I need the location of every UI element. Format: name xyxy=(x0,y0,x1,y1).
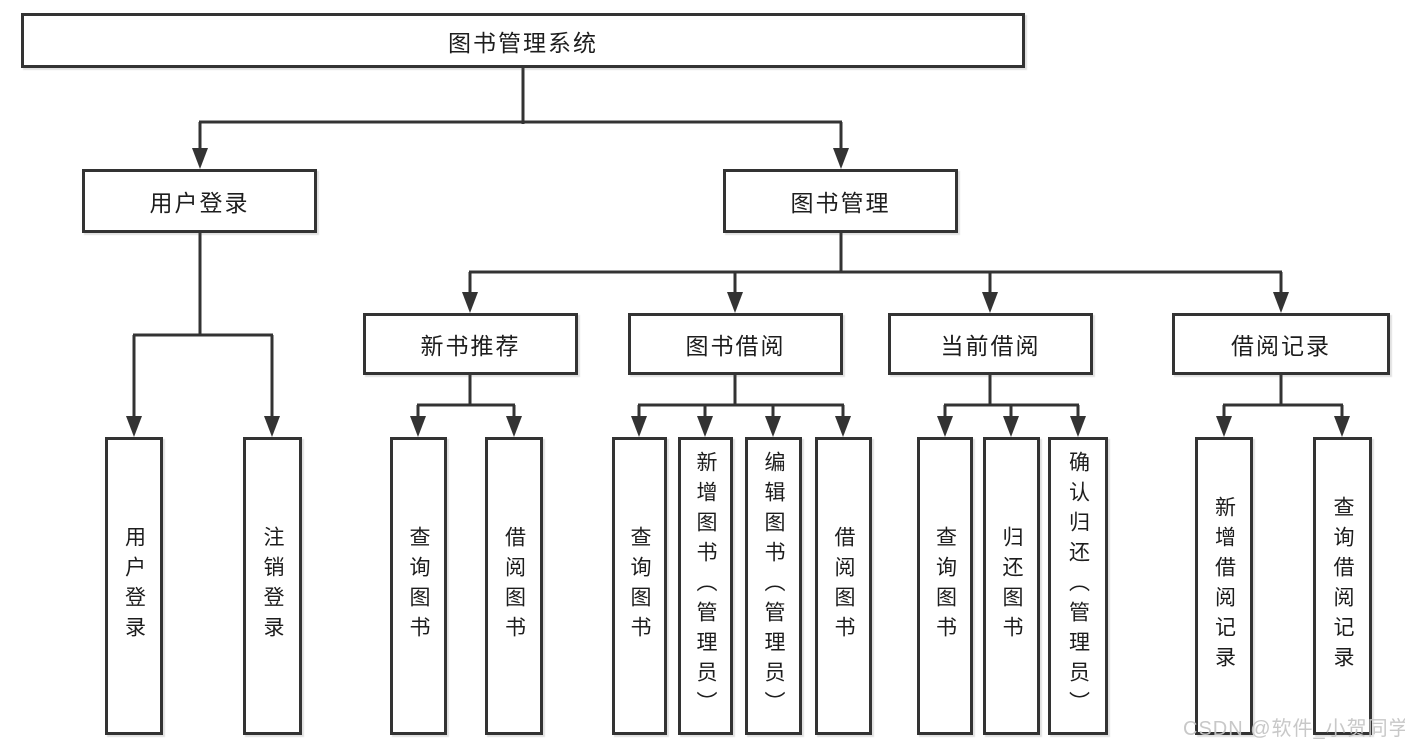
leaf-borrow-book-recommend: 借阅图书 xyxy=(485,437,543,735)
leaf-query-book-current: 查询图书 xyxy=(917,437,973,735)
node-borrow-record: 借阅记录 xyxy=(1172,313,1390,375)
leaf-query-book-borrow: 查询图书 xyxy=(612,437,667,735)
leaf-add-book-admin: 新增图书（管理员） xyxy=(678,437,733,735)
csdn-watermark: CSDN @软件_小贺同学 xyxy=(1183,718,1405,740)
leaf-add-borrow-record: 新增借阅记录 xyxy=(1195,437,1253,735)
leaf-user-login: 用户登录 xyxy=(105,437,163,735)
leaf-edit-book-admin: 编辑图书（管理员） xyxy=(745,437,802,735)
node-new-book-recommend: 新书推荐 xyxy=(363,313,578,375)
node-current-borrow: 当前借阅 xyxy=(888,313,1093,375)
leaf-query-book-recommend: 查询图书 xyxy=(390,437,447,735)
leaf-return-book: 归还图书 xyxy=(983,437,1040,735)
leaf-query-borrow-record: 查询借阅记录 xyxy=(1313,437,1372,735)
leaf-confirm-return-admin: 确认归还（管理员） xyxy=(1048,437,1108,735)
node-library-management-system: 图书管理系统 xyxy=(21,13,1025,68)
node-user-login: 用户登录 xyxy=(82,169,317,233)
node-book-management: 图书管理 xyxy=(723,169,958,233)
leaf-logout: 注销登录 xyxy=(243,437,302,735)
node-book-borrow: 图书借阅 xyxy=(628,313,843,375)
leaf-borrow-book: 借阅图书 xyxy=(815,437,872,735)
